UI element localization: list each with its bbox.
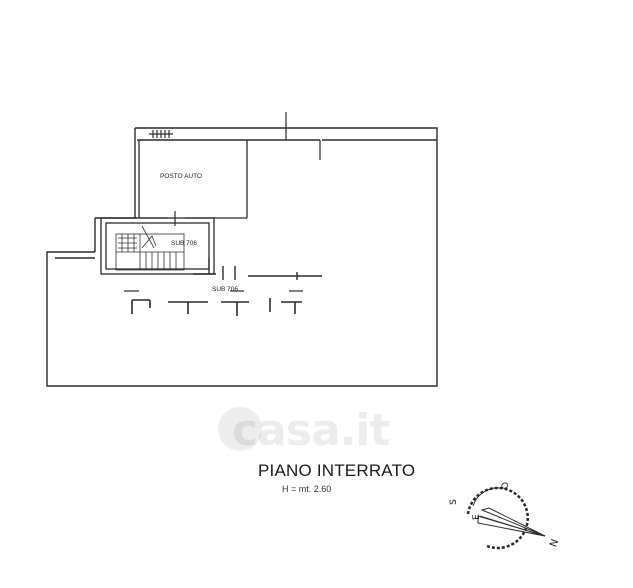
pillars [131, 298, 302, 316]
floor-title: PIANO INTERRATO [258, 461, 416, 480]
corridor-walls [55, 257, 322, 280]
watermark-text: casa.it [232, 405, 390, 456]
ceiling-height-note: H = mt. 2.60 [282, 484, 332, 494]
parking-room-label: POSTO AUTO [160, 173, 203, 180]
staircase [115, 225, 185, 271]
compass-icon [466, 486, 546, 550]
watermark-logo-icon [218, 407, 262, 451]
sub-706-upper-label: SUB 706 [171, 240, 198, 247]
sub-706-lower-label: SUB 706 [212, 286, 239, 293]
compass-label-s: S [448, 499, 459, 505]
stair-core-walls [100, 217, 215, 275]
compass-label-e: E [471, 513, 483, 521]
top-wall-markers [149, 112, 321, 226]
